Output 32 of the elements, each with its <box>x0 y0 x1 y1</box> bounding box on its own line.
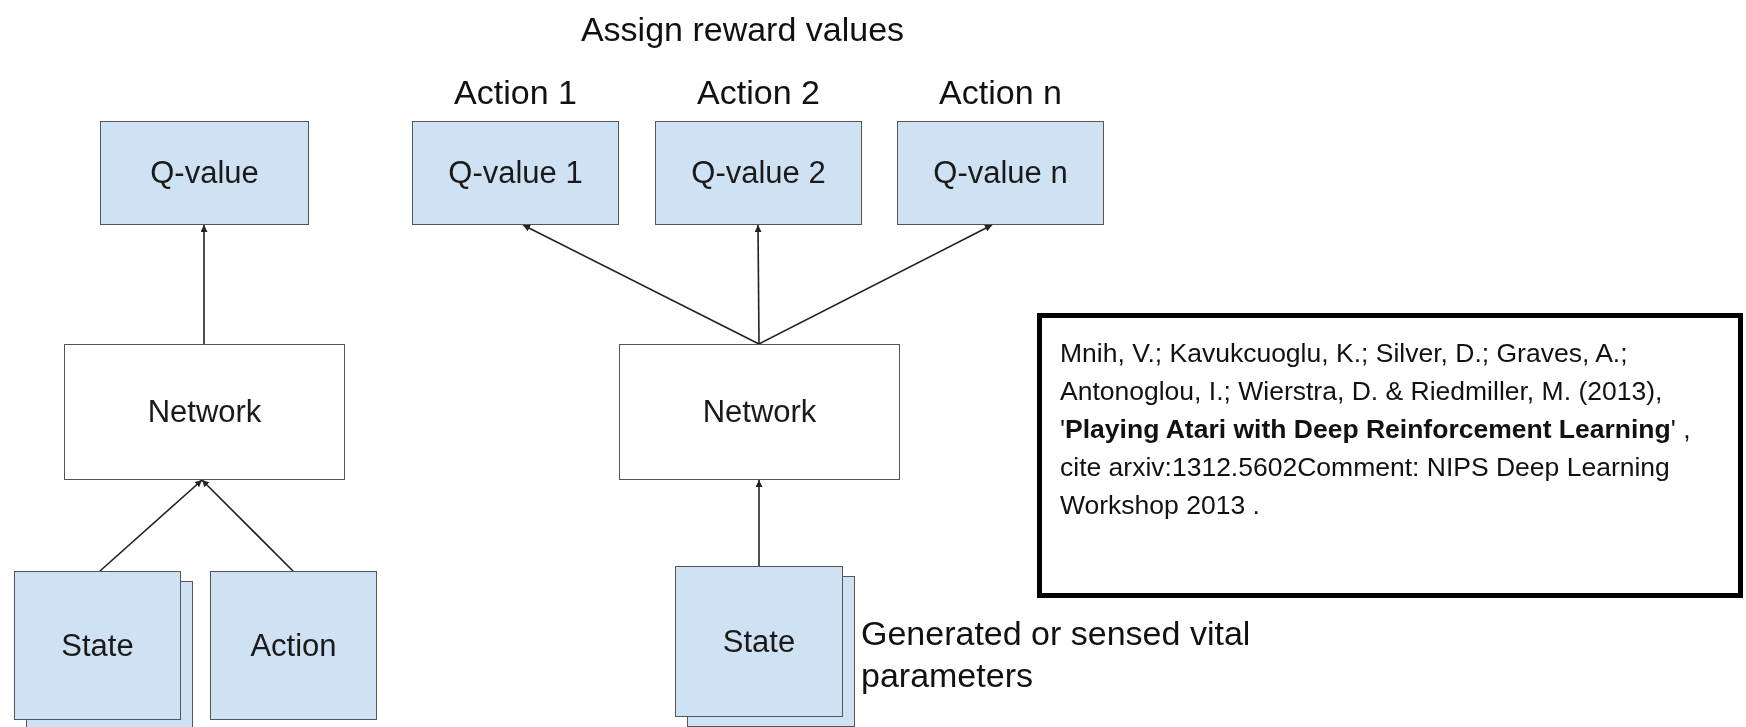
network-box <box>64 344 345 480</box>
arrow <box>758 224 993 345</box>
value-box <box>897 121 1104 225</box>
arrow <box>522 224 760 345</box>
box-label: State <box>722 623 796 660</box>
arrow <box>99 479 203 572</box>
box-label: Q-value <box>150 155 259 191</box>
action-label: Action n <box>938 72 1063 112</box>
value-box <box>100 121 309 225</box>
value-box <box>675 566 843 717</box>
annotation-text: Generated or sensed vital parameters <box>861 613 1252 696</box>
box-label: Network <box>147 394 262 430</box>
network-box <box>619 344 900 480</box>
box-label: State <box>61 627 134 664</box>
arrow <box>755 479 763 567</box>
citation-text: Mnih, V.; Kavukcuoglu, K.; Silver, D.; Graves, A.; Antonoglou, I.; Wierstra, D. & Riedmiller, M. (2013), 'Playing Atari with Deep Reinforcement Learning' , cite arxiv:1312.5602Comment: NIPS Deep Learning Workshop 2013 . <box>1060 338 1691 520</box>
box-label: Action <box>250 627 337 664</box>
citation-box <box>1037 313 1743 598</box>
box-label: Q-value 2 <box>691 155 826 191</box>
arrow <box>200 224 208 345</box>
box-label: Network <box>702 394 817 430</box>
value-box <box>412 121 619 225</box>
heading-text: Assign reward values <box>579 10 906 49</box>
arrow <box>754 224 762 345</box>
action-label: Action 2 <box>696 72 821 112</box>
value-box <box>14 571 181 720</box>
arrow <box>201 479 294 572</box>
value-box <box>210 571 377 720</box>
box-label: Q-value 1 <box>448 155 583 191</box>
action-label: Action 1 <box>453 72 578 112</box>
box-label: Q-value n <box>933 155 1068 191</box>
value-box <box>655 121 862 225</box>
